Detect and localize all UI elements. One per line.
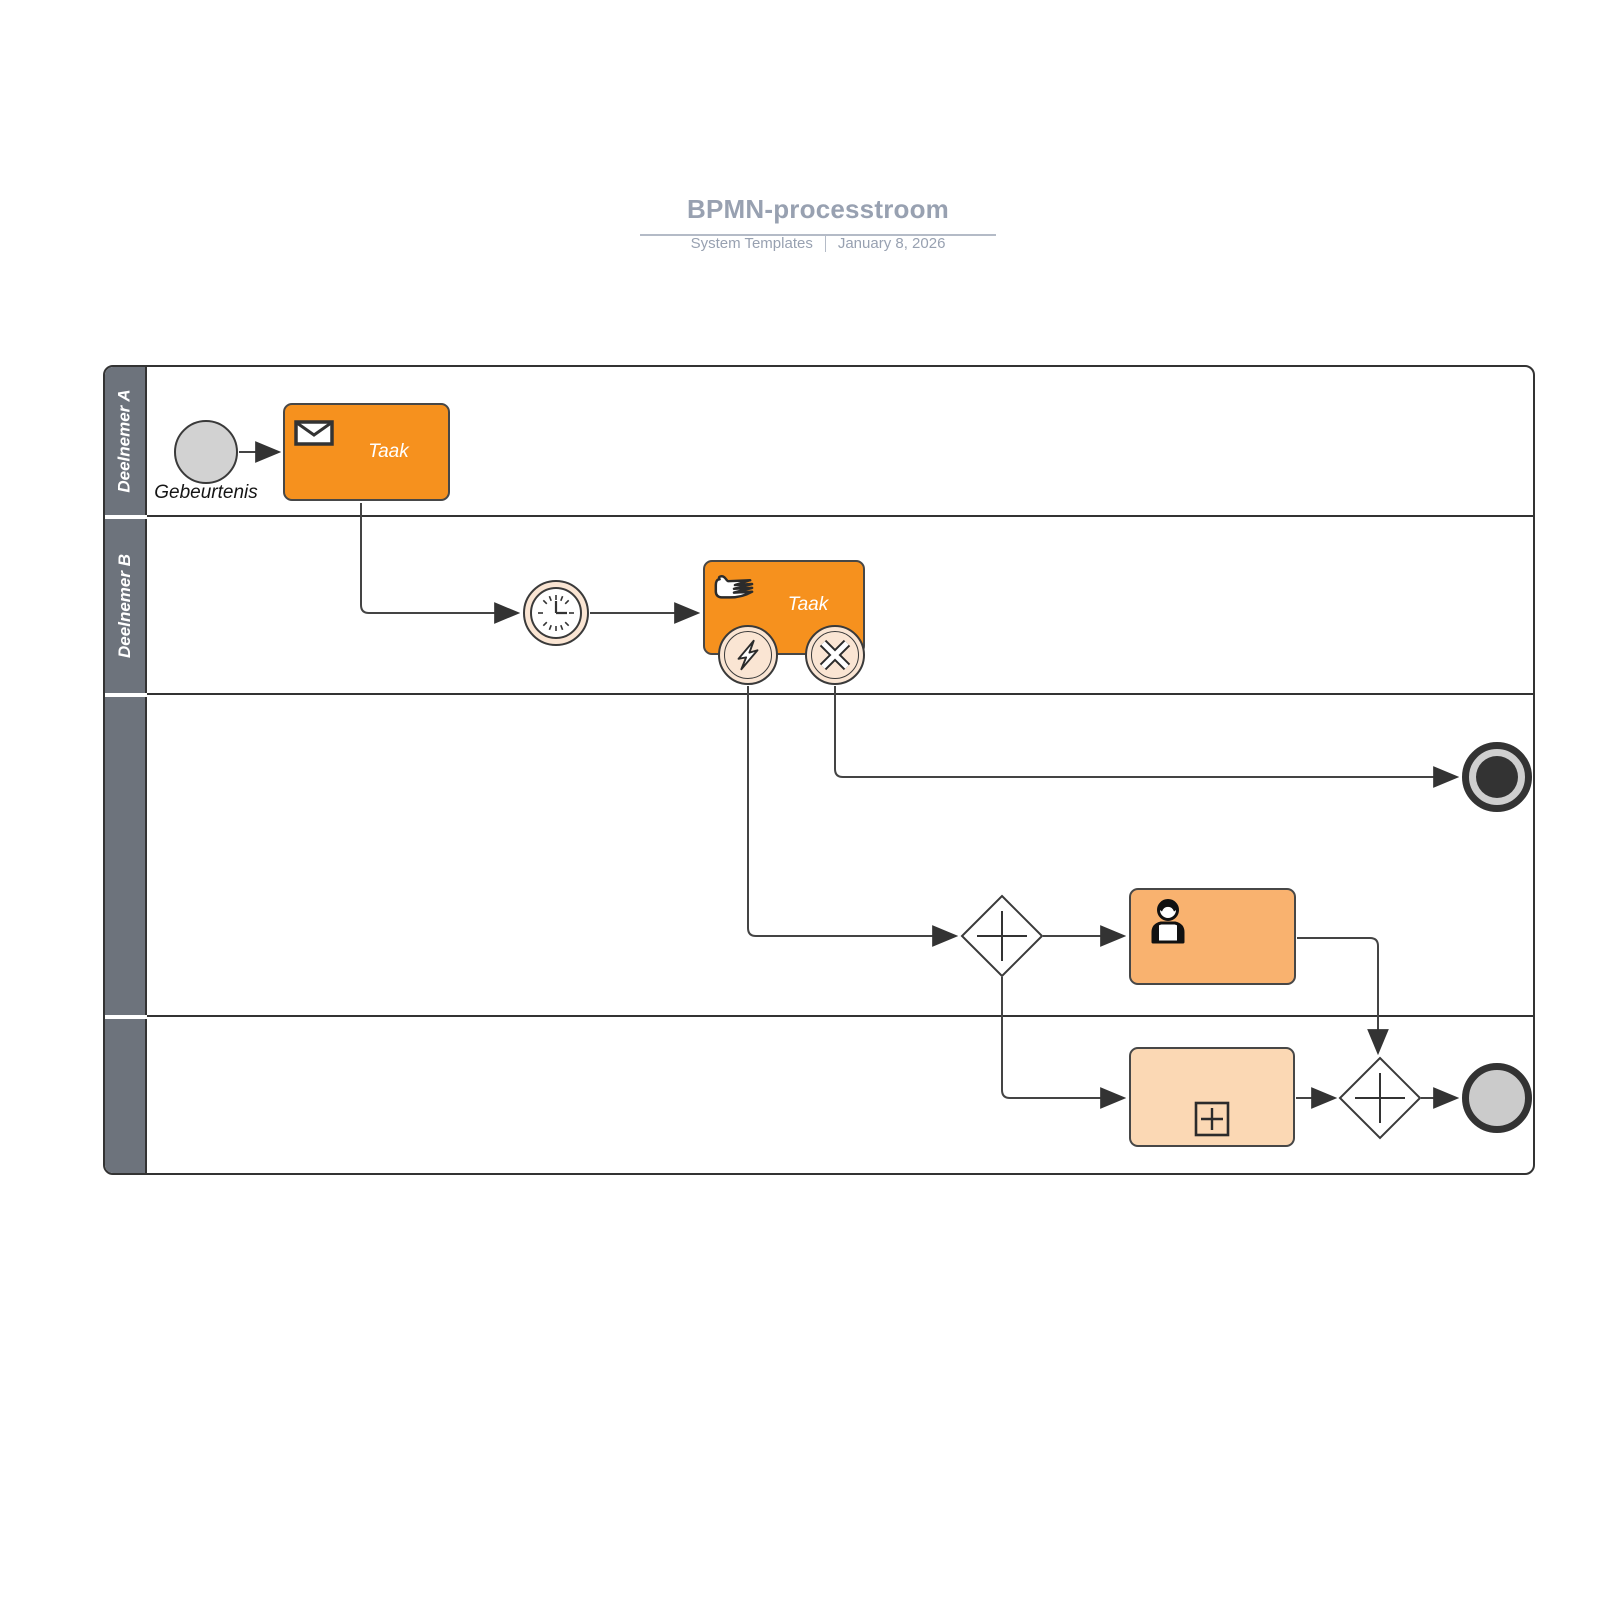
user-task[interactable] [1129, 888, 1296, 985]
error-boundary-event[interactable] [718, 625, 778, 685]
lane-divider-1 [147, 515, 1533, 517]
byline: System Templates [690, 234, 813, 252]
lane-header-3[interactable] [105, 697, 147, 1015]
clock-icon [538, 595, 574, 631]
subtitle-separator [824, 234, 826, 252]
cancel-boundary-event[interactable] [805, 625, 865, 685]
lane-header-4[interactable] [105, 1019, 147, 1173]
start-event-label: Gebeurtenis [154, 482, 258, 503]
title-block: BPMN-processtroom [640, 194, 996, 236]
end-event[interactable] [1462, 1063, 1532, 1133]
message-task[interactable]: Taak [283, 403, 450, 501]
lane-header-deelnemer-a[interactable]: Deelnemer A [105, 367, 147, 515]
envelope-icon [294, 420, 334, 446]
cancel-x-icon [819, 639, 851, 671]
terminate-end-event[interactable] [1462, 742, 1532, 812]
task2-label: Taak [787, 593, 829, 615]
timer-event[interactable] [523, 580, 589, 646]
task1-label: Taak [368, 441, 409, 462]
subprocess-plus-icon [1194, 1101, 1230, 1137]
person-icon [1151, 899, 1185, 944]
lane-divider-2 [147, 693, 1533, 695]
start-event[interactable] [174, 420, 238, 484]
lane-divider-3 [147, 1015, 1533, 1017]
date: January 8, 2026 [837, 234, 946, 252]
lane-label-a: Deelnemer A [115, 389, 134, 493]
hand-icon [714, 575, 754, 599]
subtitle: System Templates January 8, 2026 [640, 234, 996, 252]
lightning-icon [737, 639, 759, 671]
lane-header-deelnemer-b[interactable]: Deelnemer B [105, 519, 147, 693]
lane-label-b: Deelnemer B [115, 554, 134, 658]
page-title: BPMN-processtroom [687, 194, 949, 224]
subprocess-task[interactable] [1129, 1047, 1295, 1147]
